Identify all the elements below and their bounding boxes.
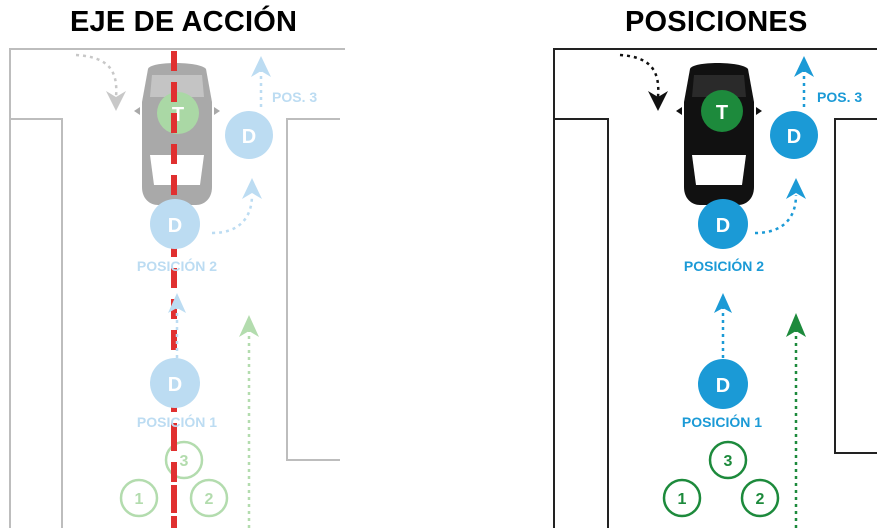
- member-1-label: 1: [135, 491, 144, 508]
- defender-pos1: [150, 358, 200, 408]
- left-building: [554, 118, 609, 528]
- car-icon: [676, 63, 762, 205]
- defender-pos2-label: D: [168, 215, 182, 237]
- pos2-to-pos3-arrow-head: [786, 178, 806, 199]
- turn-arrow-head: [648, 91, 668, 111]
- pos3-label: POS. 3: [272, 89, 317, 105]
- green-advance-arrow-head: [239, 315, 259, 337]
- left-panel-title: EJE DE ACCIÓN: [70, 6, 298, 38]
- pos1-to-pos2-arrow-head: [168, 293, 186, 313]
- right-diagram: T POS. 3 D D POSICIÓN 2 D POSICIÓN 1 3 1…: [553, 48, 877, 528]
- pos2-label: POSICIÓN 2: [684, 257, 764, 274]
- pos2-to-pos3-arrow-head: [242, 178, 262, 199]
- left-diagram: T POS. 3 D D POSICIÓN 2 D POSICIÓN 1 3 1…: [9, 48, 345, 528]
- member-1: [119, 478, 159, 518]
- pos3-arrow-head: [794, 56, 814, 77]
- defender-pos3: [225, 111, 273, 159]
- street-outline: [9, 48, 345, 528]
- turn-arrow: [75, 53, 118, 98]
- right-building: [834, 118, 877, 454]
- member-2: [740, 478, 780, 518]
- member-3-label: 3: [724, 453, 733, 470]
- member-1-label: 1: [678, 491, 687, 508]
- defender-pos3-label: D: [242, 126, 256, 148]
- pos3-arrow-head: [251, 56, 271, 77]
- defender-pos3-label: D: [787, 126, 801, 148]
- pos2-to-pos3-arrow: [211, 194, 254, 235]
- street-outline: [553, 48, 877, 528]
- pos1-to-pos2-arrow-head: [714, 293, 732, 313]
- member-1: [662, 478, 702, 518]
- defender-pos2-label: D: [716, 215, 730, 237]
- green-advance-arrow-head: [786, 313, 806, 337]
- defender-pos1-label: D: [168, 374, 182, 396]
- target-marker-label: T: [716, 102, 728, 124]
- pos2-label: POSICIÓN 2: [137, 257, 217, 274]
- right-panel-title: POSICIONES: [625, 6, 808, 38]
- car-icon: [134, 63, 220, 205]
- member-2: [189, 478, 229, 518]
- pos1-label: POSICIÓN 1: [682, 413, 762, 430]
- defender-pos2: [150, 199, 200, 249]
- defender-pos1: [698, 359, 748, 409]
- pos3-label: POS. 3: [817, 89, 862, 105]
- member-3-label: 3: [180, 453, 189, 470]
- pos2-to-pos3-arrow: [754, 194, 798, 235]
- target-marker: [157, 92, 199, 134]
- defender-pos2: [698, 199, 748, 249]
- member-2-label: 2: [205, 491, 214, 508]
- member-2-label: 2: [756, 491, 765, 508]
- left-building: [10, 118, 63, 528]
- right-building: [286, 118, 340, 461]
- turn-arrow: [619, 53, 660, 98]
- target-marker: [701, 90, 743, 132]
- pos1-label: POSICIÓN 1: [137, 413, 217, 430]
- member-3: [708, 440, 748, 480]
- defender-pos1-label: D: [716, 375, 730, 397]
- turn-arrow-head: [106, 91, 126, 111]
- defender-pos3: [770, 111, 818, 159]
